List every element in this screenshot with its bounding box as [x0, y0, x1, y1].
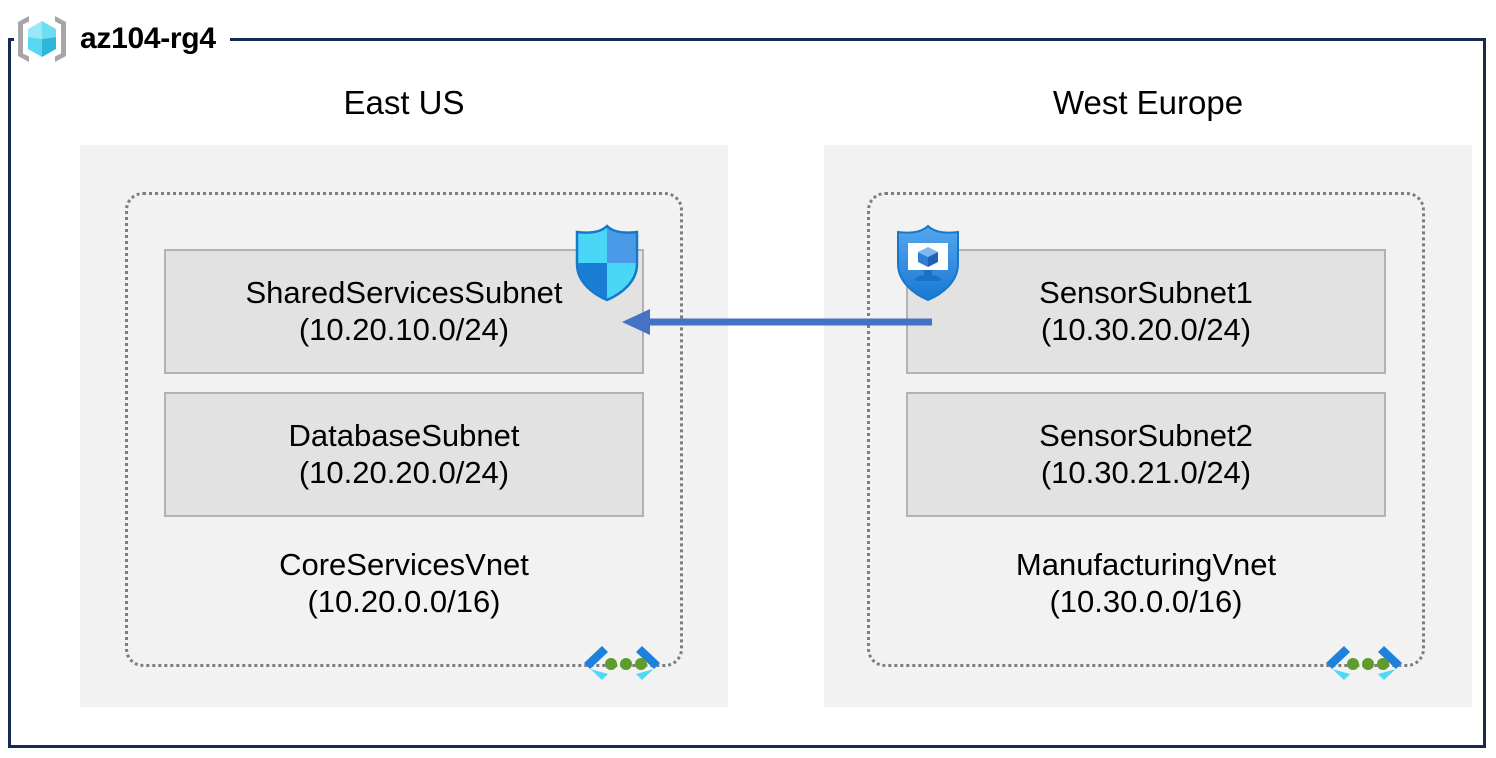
region-box-east-us: SharedServicesSubnet (10.20.10.0/24) Dat… [80, 145, 728, 707]
subnet-name: SensorSubnet2 [1039, 417, 1253, 453]
vnet-cidr: (10.20.0.0/16) [307, 583, 501, 619]
resource-group-title: az104-rg4 [14, 16, 230, 62]
subnet-databasesubnet[interactable]: DatabaseSubnet (10.20.20.0/24) [164, 392, 644, 517]
vnet-icon [584, 646, 660, 680]
region-east-us: East US SharedServicesSubnet (10.20.10.0… [80, 86, 728, 707]
application-security-group-shield-icon [897, 224, 959, 302]
region-label-east-us: East US [343, 84, 465, 121]
subnet-name: SharedServicesSubnet [245, 274, 563, 310]
vnet-caption-coreservicesvnet: CoreServicesVnet (10.20.0.0/16) [128, 547, 680, 620]
vnet-manufacturingvnet[interactable]: SensorSubnet1 (10.30.20.0/24) SensorSubn… [867, 192, 1425, 680]
resource-group-cube-icon [18, 16, 66, 62]
vnet-name: CoreServicesVnet [279, 547, 529, 582]
vnet-name: ManufacturingVnet [1015, 547, 1277, 582]
vnet-coreservicesvnet[interactable]: SharedServicesSubnet (10.20.10.0/24) Dat… [125, 192, 683, 680]
left-arrow-icon [622, 309, 650, 335]
subnet-sharedservicessubnet[interactable]: SharedServicesSubnet (10.20.10.0/24) [164, 249, 644, 374]
subnet-name: SensorSubnet1 [1039, 274, 1253, 310]
vnet-caption-manufacturingvnet: ManufacturingVnet (10.30.0.0/16) [870, 547, 1422, 620]
region-west-europe: West Europe SensorSubnet1 (10.30.20.0/24… [824, 86, 1472, 707]
subnet-sensorsubnet2[interactable]: SensorSubnet2 (10.30.21.0/24) [906, 392, 1386, 517]
region-label-west-europe: West Europe [1052, 84, 1244, 121]
subnet-cidr: (10.30.20.0/24) [1040, 311, 1252, 347]
resource-group-name: az104-rg4 [80, 22, 216, 55]
vnet-cidr: (10.30.0.0/16) [1049, 583, 1243, 619]
subnet-sensorsubnet1[interactable]: SensorSubnet1 (10.30.20.0/24) [906, 249, 1386, 374]
resource-group-container [8, 38, 1486, 748]
vnet-peering-arrow [622, 309, 932, 335]
network-security-group-shield-icon [575, 224, 639, 302]
subnet-cidr: (10.20.10.0/24) [298, 311, 510, 347]
subnet-cidr: (10.30.21.0/24) [1040, 454, 1252, 490]
vnet-icon [1326, 646, 1402, 680]
subnet-name: DatabaseSubnet [288, 417, 520, 453]
subnet-cidr: (10.20.20.0/24) [298, 454, 510, 490]
